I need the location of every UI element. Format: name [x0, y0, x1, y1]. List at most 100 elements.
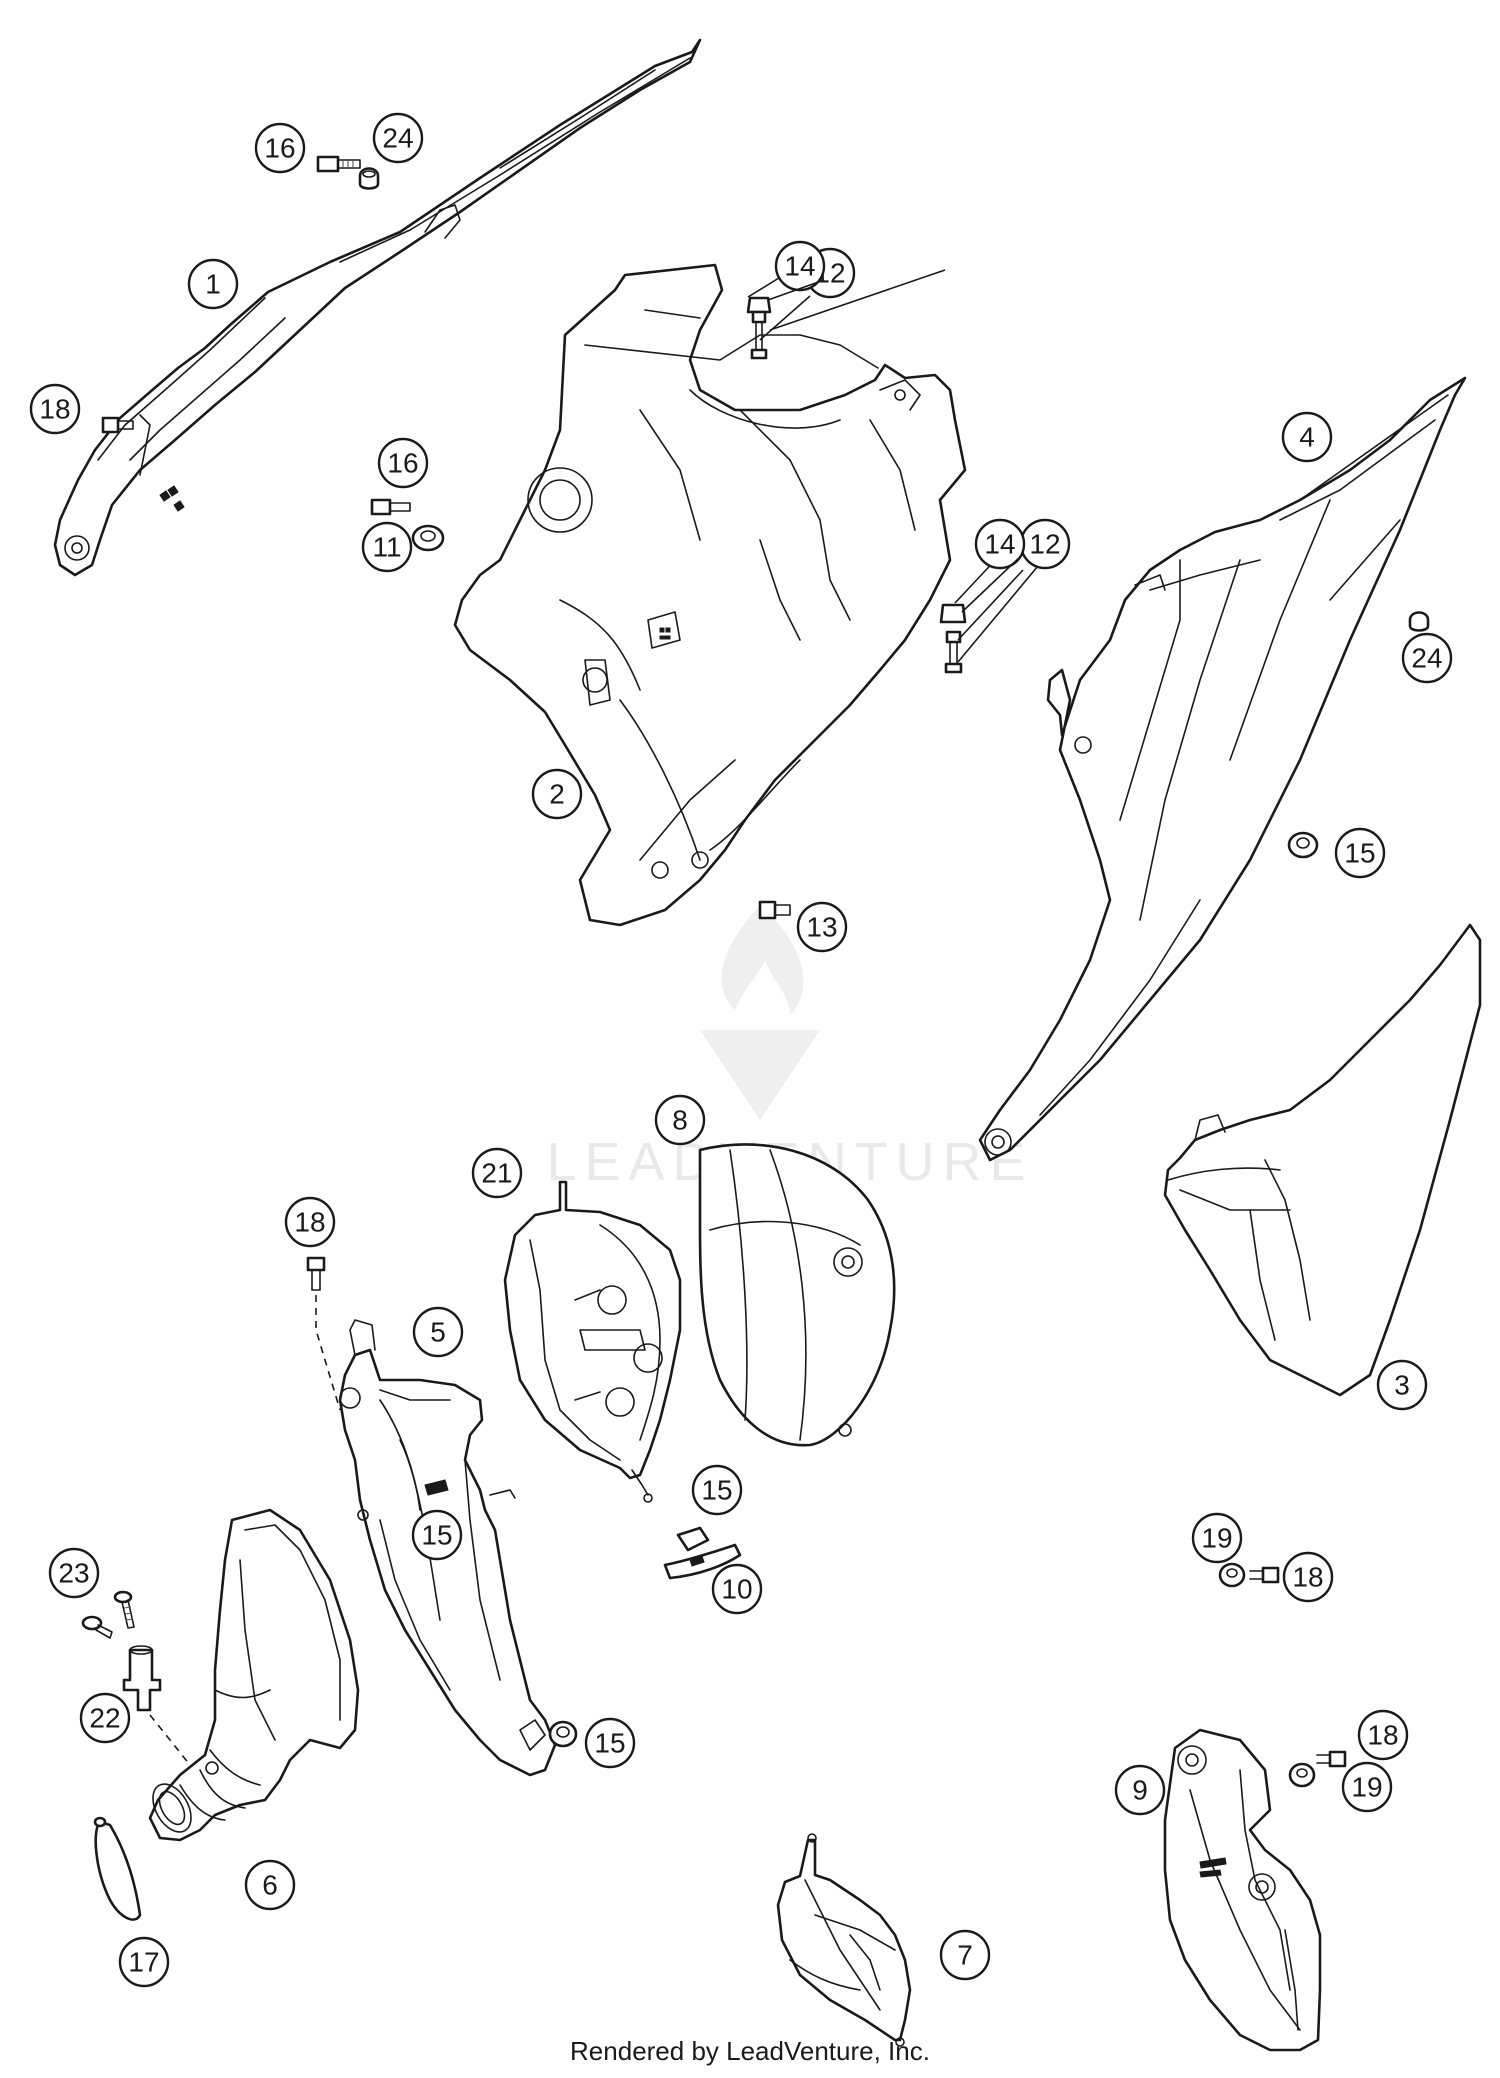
part-14-grommet-lower	[939, 603, 967, 624]
svg-text:19: 19	[1351, 1772, 1382, 1803]
part-4-side-cover	[978, 376, 1467, 1162]
svg-text:6: 6	[262, 1870, 278, 1901]
svg-text:7: 7	[957, 1940, 973, 1971]
part-12-bolt-upper	[750, 310, 768, 360]
part-8-filter-element	[698, 1143, 896, 1447]
svg-text:2: 2	[549, 779, 565, 810]
svg-text:21: 21	[481, 1158, 512, 1189]
callout-21: 21	[471, 1147, 523, 1199]
svg-text:14: 14	[984, 529, 1015, 560]
svg-text:17: 17	[128, 1947, 159, 1978]
part-2-airbox-frame	[453, 263, 967, 927]
callout-5: 5	[412, 1306, 464, 1358]
svg-text:3: 3	[1394, 1370, 1410, 1401]
callout-leaders	[759, 279, 1039, 663]
footer-credit: Rendered by LeadVenture, Inc.	[570, 2036, 930, 2066]
part-15-grommet-right	[1287, 831, 1319, 859]
part-19-grommet-lower	[1288, 1762, 1316, 1788]
svg-text:19: 19	[1201, 1523, 1232, 1554]
callout-12-lower: 12	[1019, 518, 1071, 570]
svg-text:4: 4	[1299, 422, 1315, 453]
svg-text:14: 14	[784, 251, 815, 282]
callout-18-lower-a: 18	[1282, 1551, 1334, 1603]
svg-text:18: 18	[39, 394, 70, 425]
callout-15-housing-center: 15	[411, 1509, 463, 1561]
callout-22: 22	[79, 1692, 131, 1744]
callout-17: 17	[118, 1936, 170, 1988]
callout-18-vertical: 18	[284, 1196, 336, 1248]
part-18-bolt-vertical	[306, 1256, 341, 1411]
svg-text:10: 10	[721, 1574, 752, 1605]
svg-text:18: 18	[294, 1207, 325, 1238]
part-12-bolt-lower	[944, 630, 963, 674]
svg-text:22: 22	[89, 1703, 120, 1734]
svg-text:16: 16	[387, 448, 418, 479]
part-24-grommet-top	[358, 167, 380, 190]
callout-13: 13	[796, 901, 848, 953]
callout-15-housing-lower: 15	[584, 1717, 636, 1769]
callout-3: 3	[1376, 1359, 1428, 1411]
part-6-airbox-boot	[148, 1508, 360, 1842]
part-18-bolt-lower-a	[1249, 1566, 1280, 1584]
part-17-clamp	[93, 1816, 142, 1921]
watermark-v-icon	[700, 1030, 820, 1120]
callout-15-clip: 15	[691, 1464, 743, 1516]
part-13-bolt	[758, 900, 791, 920]
callout-19-upper: 19	[1191, 1512, 1243, 1564]
svg-text:15: 15	[421, 1520, 452, 1551]
callout-7: 7	[939, 1929, 991, 1981]
part-9-lower-panel	[1163, 1728, 1322, 2052]
callout-2: 2	[531, 768, 583, 820]
callout-24-right: 24	[1401, 632, 1453, 684]
callout-15-right: 15	[1334, 827, 1386, 879]
svg-text:1: 1	[205, 269, 221, 300]
part-10-clip	[663, 1543, 742, 1580]
callout-23: 23	[48, 1547, 100, 1599]
part-21-filter-cage	[503, 1180, 682, 1503]
callout-14-upper: 14	[774, 240, 826, 292]
svg-text:12: 12	[1029, 529, 1060, 560]
part-18-bolt-lower-b	[1316, 1750, 1347, 1768]
callout-16-top: 16	[254, 122, 306, 174]
svg-text:24: 24	[382, 123, 413, 154]
svg-text:9: 9	[1132, 1775, 1148, 1806]
callout-9: 9	[1114, 1764, 1166, 1816]
part-22-sensor	[122, 1645, 162, 1712]
callout-16-middle: 16	[377, 437, 429, 489]
part-7-intake-duct	[776, 1833, 912, 2047]
svg-text:8: 8	[672, 1105, 688, 1136]
part-18-bolt-left	[101, 416, 134, 434]
callout-4: 4	[1281, 411, 1333, 463]
svg-text:23: 23	[58, 1558, 89, 1589]
part-19-grommet-upper	[1218, 1562, 1246, 1588]
callout-19-lower: 19	[1341, 1761, 1393, 1813]
svg-text:18: 18	[1292, 1562, 1323, 1593]
callout-14-lower: 14	[974, 518, 1026, 570]
svg-text:11: 11	[372, 532, 401, 563]
part-16-bolt-middle	[370, 498, 411, 516]
callout-10: 10	[711, 1563, 763, 1615]
part-15-grommet-housing	[548, 1720, 578, 1748]
part-16-bolt-top	[316, 155, 361, 173]
svg-text:13: 13	[806, 912, 837, 943]
svg-text:15: 15	[1344, 838, 1375, 869]
svg-text:18: 18	[1367, 1720, 1398, 1751]
part-3-side-panel	[1163, 923, 1482, 1397]
part-15-grommet-clip	[676, 1526, 710, 1552]
svg-text:16: 16	[264, 133, 295, 164]
part-11-grommet	[411, 524, 445, 552]
svg-text:24: 24	[1411, 643, 1442, 674]
part-23-screw-right	[113, 1590, 135, 1629]
svg-text:15: 15	[701, 1475, 732, 1506]
watermark-flame-icon	[721, 905, 804, 1015]
callout-24-top: 24	[372, 112, 424, 164]
callout-11: 11	[361, 521, 413, 573]
callout-18-left: 18	[29, 383, 81, 435]
callout-18-lower-b: 18	[1357, 1709, 1409, 1761]
part-1-rail-cover	[53, 38, 702, 577]
part-23-screw-left	[81, 1615, 113, 1639]
svg-text:5: 5	[430, 1317, 446, 1348]
part-14-grommet-upper	[746, 296, 772, 314]
svg-text:15: 15	[594, 1728, 625, 1759]
